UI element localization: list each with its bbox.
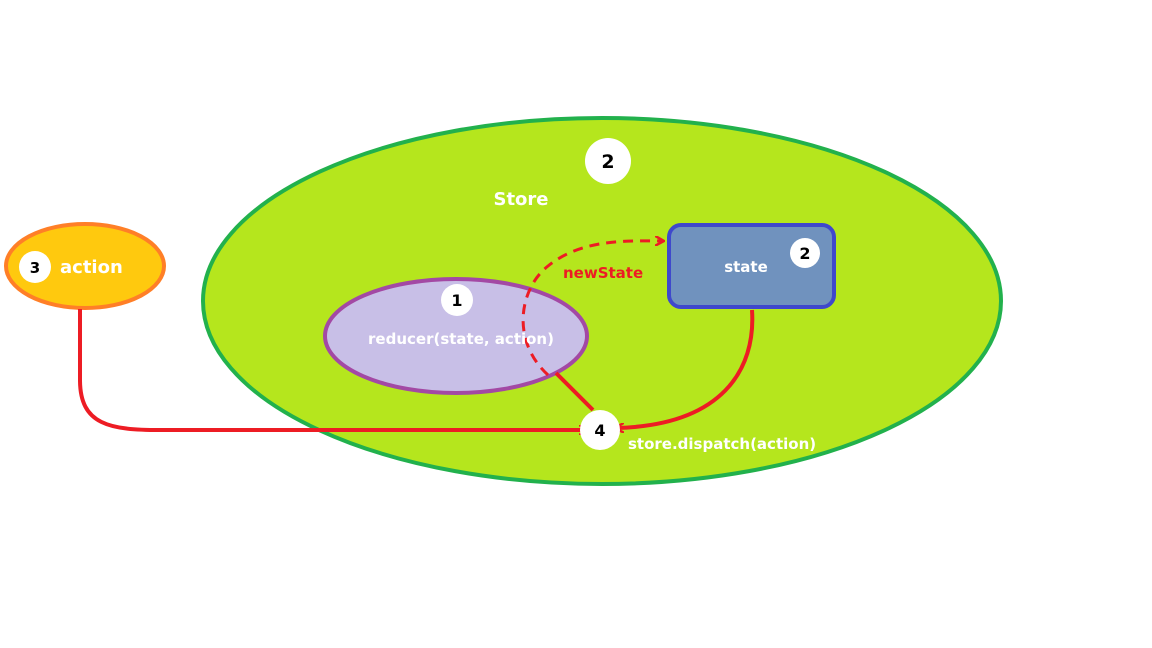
reducer-ellipse <box>323 277 589 395</box>
newstate-dashed-arrow <box>521 241 662 377</box>
action-label: action <box>60 257 123 278</box>
state-label: state <box>724 258 768 276</box>
dispatch-badge: 4 <box>594 421 605 440</box>
state-badge: 2 <box>799 244 810 263</box>
action-badge: 3 <box>30 259 40 277</box>
store-badge-circle <box>585 138 631 184</box>
store-badge: 2 <box>601 151 614 173</box>
store-ellipse <box>201 116 1003 486</box>
reducer-badge-circle <box>441 284 473 316</box>
action-badge-circle <box>19 251 51 283</box>
state-badge-circle <box>790 238 820 268</box>
newstate-label: newState <box>563 264 643 282</box>
dispatch-label: store.dispatch(action) <box>628 435 816 453</box>
action-ellipse <box>4 222 166 310</box>
state-to-dispatch-arrow <box>617 309 755 428</box>
reducer-to-dispatch-line <box>554 371 595 412</box>
reducer-label: reducer(state, action) <box>368 330 554 348</box>
reducer-badge: 1 <box>451 291 462 310</box>
action-to-dispatch-arrow <box>78 309 586 430</box>
dispatch-badge-circle <box>580 410 620 450</box>
store-label: Store <box>493 189 548 210</box>
